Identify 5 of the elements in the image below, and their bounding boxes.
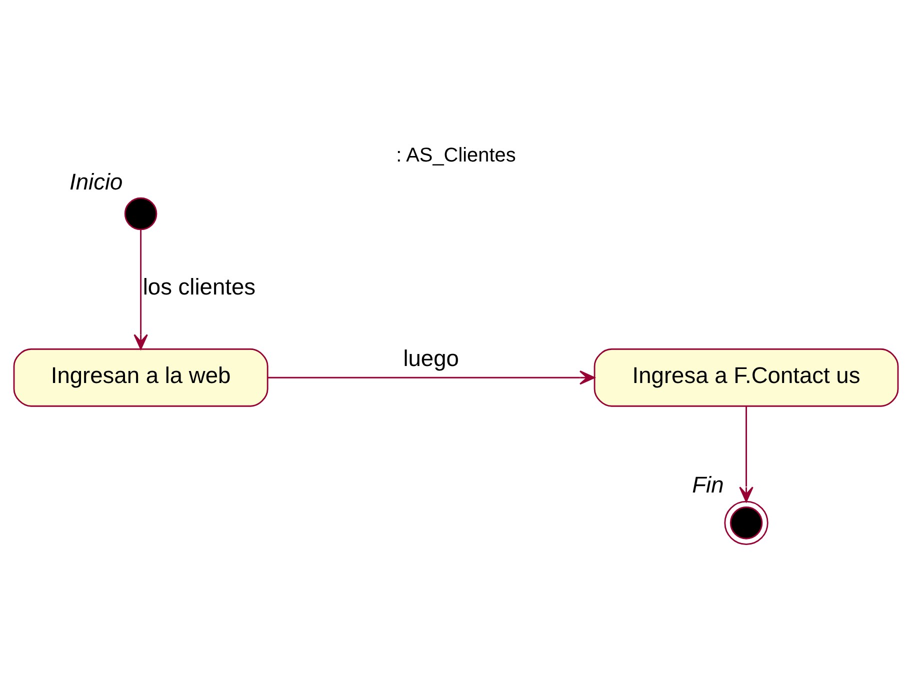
edge-label: los clientes [142, 273, 256, 300]
edge-label: luego [403, 344, 459, 370]
node-label: Inicio [70, 168, 123, 194]
diagram-title: : AS_Clientes [396, 144, 516, 166]
node-label: Fin [692, 471, 724, 498]
